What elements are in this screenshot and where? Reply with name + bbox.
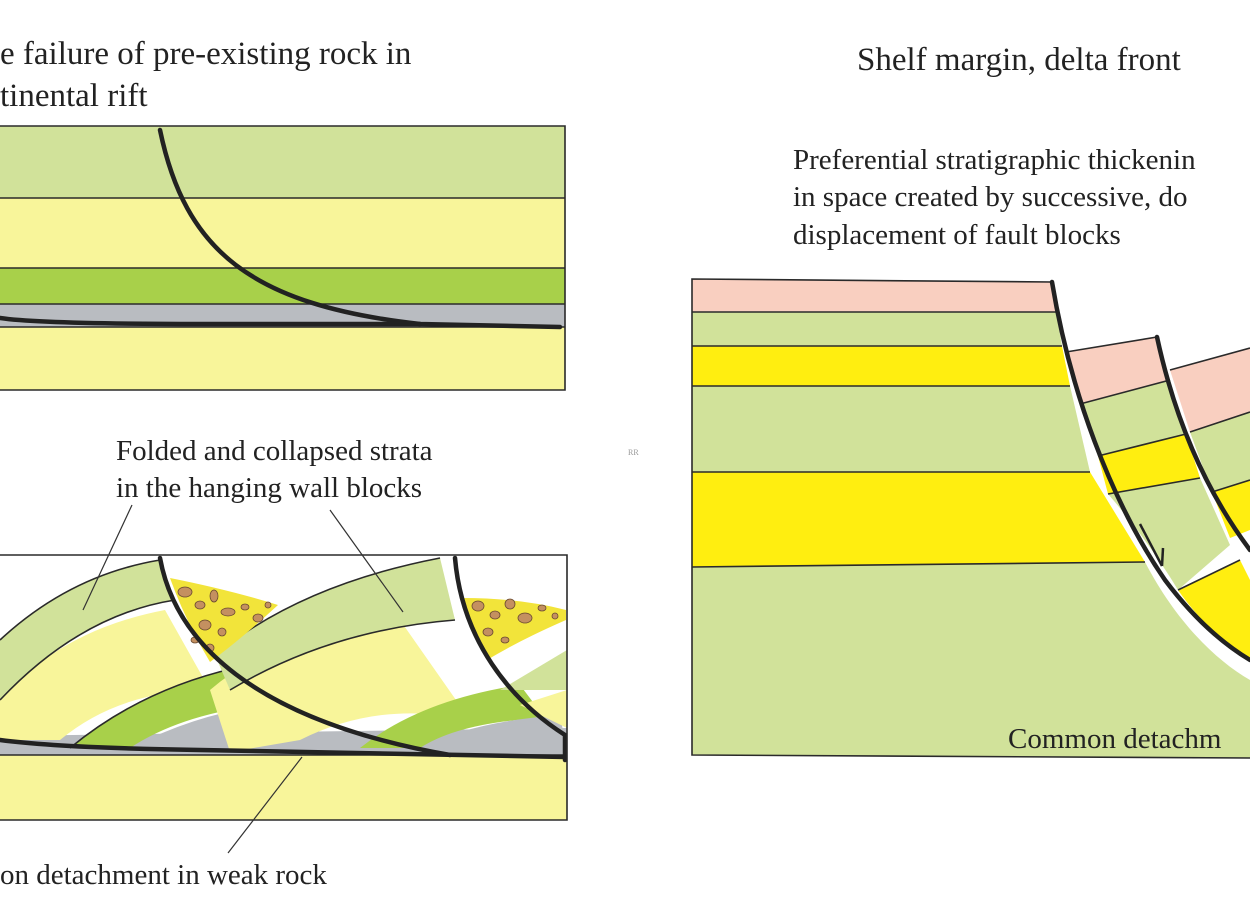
hw1-yellow-2	[1178, 560, 1250, 660]
hw1-yellow	[1098, 434, 1200, 494]
hw1-green	[1080, 380, 1186, 456]
rubble-wedge-2	[463, 598, 566, 660]
shelf-fault-1	[1049, 279, 1250, 663]
hw2-yellow	[1212, 480, 1250, 538]
thickening-label-line3: displacement of fault blocks	[793, 219, 1121, 251]
right-detachment-label: Common detachm	[1008, 723, 1222, 755]
block1-yellow	[0, 610, 210, 740]
left-title-line1: e failure of pre-existing rock in	[0, 36, 411, 72]
fw-yellow-layer	[692, 346, 1070, 386]
layer-top-green	[0, 126, 565, 198]
right-title: Shelf margin, delta front	[857, 42, 1181, 78]
hw1-pink	[1066, 337, 1170, 404]
block3-green	[500, 650, 567, 690]
listric-fault-bottom-2	[452, 555, 568, 763]
thickening-label-line1: Preferential stratigraphic thickenin	[793, 144, 1196, 176]
fw-green-layer-2	[692, 386, 1090, 472]
left-title-line2: tinental rift	[0, 78, 148, 114]
listric-fault-top	[157, 127, 563, 330]
base-yellow-bottom	[0, 755, 567, 820]
listric-fault-bottom-1	[157, 555, 453, 758]
block2-green	[215, 558, 455, 690]
detachment-fault-bottom	[0, 737, 568, 760]
hw1-green-2	[1108, 478, 1230, 590]
fw-pink-layer	[692, 279, 1056, 312]
watermark: RR	[628, 448, 639, 457]
layer-yellow-base	[0, 327, 565, 390]
fw-green-base	[692, 562, 1250, 758]
layer-weak-grey	[0, 304, 565, 327]
rubble-wedge-1	[170, 578, 278, 662]
bright-green-wedge-2	[360, 685, 545, 748]
left-top-section	[0, 125, 566, 391]
block3-yellow	[520, 690, 567, 728]
grey-wedge-2	[420, 715, 567, 752]
thickening-label-line2: in space created by successive, do	[793, 181, 1188, 213]
right-section	[691, 278, 1250, 759]
shelf-fault-2	[1154, 334, 1250, 553]
left-detachment-label: on detachment in weak rock	[0, 859, 327, 891]
slip-arrow-icon	[1138, 523, 1165, 567]
detachment-fault-top	[0, 315, 423, 327]
layer-yellow-1	[0, 198, 565, 268]
layer-bright-green	[0, 268, 565, 304]
rubble-clasts	[177, 586, 559, 653]
folded-label-line1: Folded and collapsed strata	[116, 435, 433, 467]
fw-green-layer	[692, 312, 1062, 346]
fw-yellow-layer-2	[692, 472, 1145, 567]
folded-label-line2: in the hanging wall blocks	[116, 472, 422, 504]
hw2-pink	[1170, 348, 1250, 432]
left-bottom-section	[0, 504, 568, 854]
